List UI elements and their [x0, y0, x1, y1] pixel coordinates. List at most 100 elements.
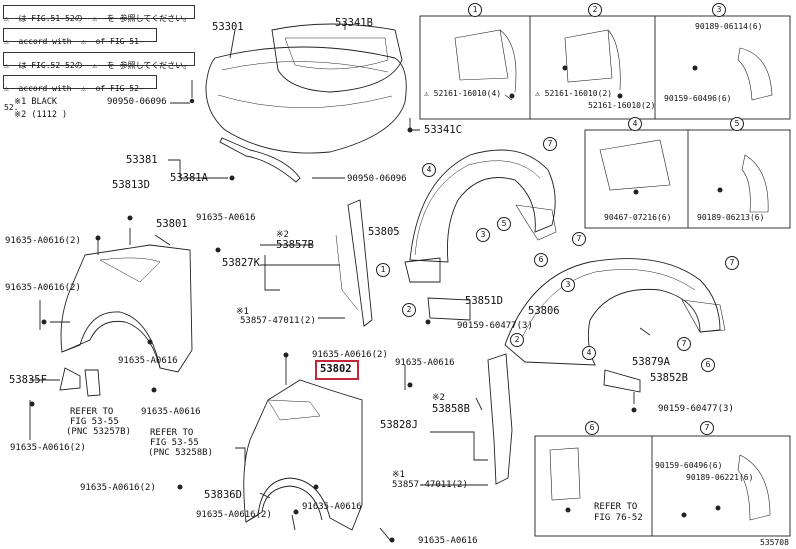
mark-2-a: ※2	[276, 230, 289, 240]
callout-7-b: 7	[572, 232, 586, 246]
refer-3-line1: REFER TO	[594, 502, 638, 512]
inset-callout-6: 6	[585, 421, 599, 435]
refer-1-line3: (PNC 53257B)	[66, 427, 132, 437]
part-90950-06096-a[interactable]: 90950-06096	[107, 97, 167, 107]
note-1: ⚠ は FIG.51-52の ⚠ を 参照してください。	[3, 5, 195, 23]
hood-seal	[219, 137, 301, 183]
part-53879A[interactable]: 53879A	[632, 356, 670, 368]
callout-7-a: 7	[543, 137, 557, 151]
refer-3-line2[interactable]: FIG 76-52	[594, 513, 643, 523]
warning-icon: ⚠	[81, 37, 86, 46]
part-53806[interactable]: 53806	[528, 305, 560, 317]
part-53341B[interactable]: 53341B	[335, 17, 373, 29]
callout-3-a: 3	[476, 228, 490, 242]
mark-1-a: ※1	[236, 307, 249, 317]
part-91635-f[interactable]: 91635-A0616(2)	[312, 350, 388, 360]
part-53857-47011-a[interactable]: 53857-47011(2)	[240, 316, 316, 326]
fender-liner-rh	[347, 199, 373, 327]
part-53381[interactable]: 53381	[126, 154, 158, 166]
part-91635-e[interactable]: 91635-A0616	[141, 407, 201, 417]
callout-4-a: 4	[422, 163, 436, 177]
callout-5-a: 5	[497, 217, 511, 231]
warning-icon: ⚠	[4, 61, 9, 70]
diagram-code: 535708	[760, 538, 789, 547]
part-53827K[interactable]: 53827K	[222, 257, 260, 269]
inset-callout-5: 5	[730, 117, 744, 131]
wheel-liner-front-lh	[504, 258, 721, 366]
note-black: ※1 BLACK	[14, 97, 57, 107]
part-53836D[interactable]: 53836D	[204, 489, 242, 501]
fender-liner-lh	[487, 353, 513, 485]
callout-1: 1	[376, 263, 390, 277]
part-91635-c[interactable]: 91635-A0616(2)	[5, 283, 81, 293]
part-53801[interactable]: 53801	[156, 218, 188, 230]
callout-4-b: 4	[582, 346, 596, 360]
part-53852B[interactable]: 53852B	[650, 372, 688, 384]
part-91635-b[interactable]: 91635-A0616(2)	[5, 236, 81, 246]
refer-2-line1: REFER TO	[150, 428, 194, 438]
part-53301[interactable]: 53301	[212, 21, 244, 33]
callout-6-a: 6	[534, 253, 548, 267]
warning-icon: ⚠	[81, 84, 86, 93]
part-91635-d[interactable]: 91635-A0616	[118, 356, 178, 366]
part-52161-16010-2b[interactable]: 52161-16010(2)	[588, 101, 656, 110]
highlighted-part-box	[315, 360, 359, 380]
part-90159-60496-b[interactable]: 90159-60496(6)	[655, 461, 723, 470]
part-53813D[interactable]: 53813D	[112, 179, 150, 191]
part-91635-a[interactable]: 91635-A0616	[196, 213, 256, 223]
callout-6-b: 6	[701, 358, 715, 372]
part-53828J[interactable]: 53828J	[380, 419, 418, 431]
part-90159-60477-a[interactable]: 90159-60477(3)	[457, 321, 533, 331]
part-90159-60477-b[interactable]: 90159-60477(3)	[658, 404, 734, 414]
callout-7-c: 7	[725, 256, 739, 270]
inset-callout-3: 3	[712, 3, 726, 17]
part-53835F[interactable]: 53835F	[9, 374, 47, 386]
note-1112: ※2 (1112 )	[14, 110, 68, 120]
front-fender-lh	[243, 379, 363, 531]
part-53805[interactable]: 53805	[368, 226, 400, 238]
inset-callout-4: 4	[628, 117, 642, 131]
part-91635-h[interactable]: 91635-A0616(2)	[10, 443, 86, 453]
warning-icon: ⚠	[92, 61, 98, 70]
part-53857-47011-b[interactable]: 53857-47011(2)	[392, 480, 468, 490]
refer-1-line2[interactable]: FIG 53-55	[70, 417, 119, 427]
mark-1-b: ※1	[392, 470, 405, 480]
warning-icon: ⚠	[535, 89, 545, 98]
hood-insulator	[271, 23, 403, 93]
part-91635-k[interactable]: 91635-A0616	[302, 502, 362, 512]
part-90467-07216[interactable]: 90467-07216(6)	[604, 213, 672, 222]
hood	[205, 46, 407, 154]
note-2: ⚠ accord with ⚠ of FIG 51-52.	[3, 28, 157, 65]
refer-2-line2[interactable]: FIG 53-55	[150, 438, 199, 448]
warning-icon: ⚠	[4, 84, 9, 93]
inset-callout-2: 2	[588, 3, 602, 17]
wheel-liner-front-rh	[409, 149, 556, 263]
part-90189-06221[interactable]: 90189-06221(6)	[686, 473, 754, 482]
part-53341C[interactable]: 53341C	[424, 124, 462, 136]
part-52161-16010-2a[interactable]: ⚠ 52161-16010(2)	[535, 89, 613, 98]
part-91635-l[interactable]: 91635-A0616	[418, 536, 478, 546]
callout-2-b: 2	[510, 333, 524, 347]
part-90950-06096-b[interactable]: 90950-06096	[347, 174, 407, 184]
part-91635-j[interactable]: 91635-A0616(2)	[196, 510, 272, 520]
refer-1-line1: REFER TO	[70, 407, 114, 417]
warning-icon: ⚠	[424, 89, 434, 98]
part-90189-06114[interactable]: 90189-06114(6)	[695, 22, 763, 31]
part-53858B[interactable]: 53858B	[432, 403, 470, 415]
part-91635-i[interactable]: 91635-A0616(2)	[80, 483, 156, 493]
part-53802[interactable]: 53802	[320, 363, 352, 375]
callout-2-a: 2	[402, 303, 416, 317]
part-90189-06213[interactable]: 90189-06213(6)	[697, 213, 765, 222]
callout-3-b: 3	[561, 278, 575, 292]
warning-icon: ⚠	[4, 37, 9, 46]
part-53381A[interactable]: 53381A	[170, 172, 208, 184]
part-53857B[interactable]: 53857B	[276, 239, 314, 251]
part-52161-16010-4[interactable]: ⚠ 52161-16010(4)	[424, 89, 502, 98]
part-90159-60496-a[interactable]: 90159-60496(6)	[664, 94, 732, 103]
part-53851D[interactable]: 53851D	[465, 295, 503, 307]
warning-icon: ⚠	[92, 14, 98, 23]
front-fender-rh	[60, 244, 193, 373]
part-91635-g[interactable]: 91635-A0616	[395, 358, 455, 368]
